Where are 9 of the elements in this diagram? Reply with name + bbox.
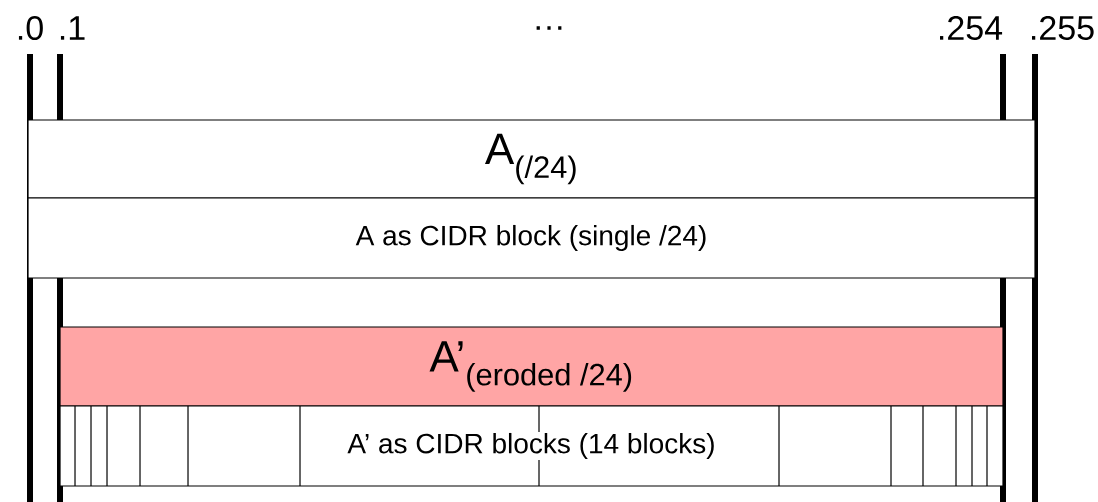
address-label: .254 <box>940 15 1003 40</box>
address-label: .1 <box>60 16 85 40</box>
range-box: A’$_{(eroded /24)}$ <box>59 326 1004 407</box>
cidr-blocks-row: A’ as CIDR blocks (14 blocks) <box>59 405 1004 487</box>
address-label: .0 <box>18 15 43 40</box>
range-box: A as CIDR block (single /24) <box>27 197 1036 279</box>
address-label: .255 <box>1032 15 1094 40</box>
range-box: A$_{(/24)}$ <box>27 119 1036 199</box>
address-label: … <box>536 26 562 30</box>
